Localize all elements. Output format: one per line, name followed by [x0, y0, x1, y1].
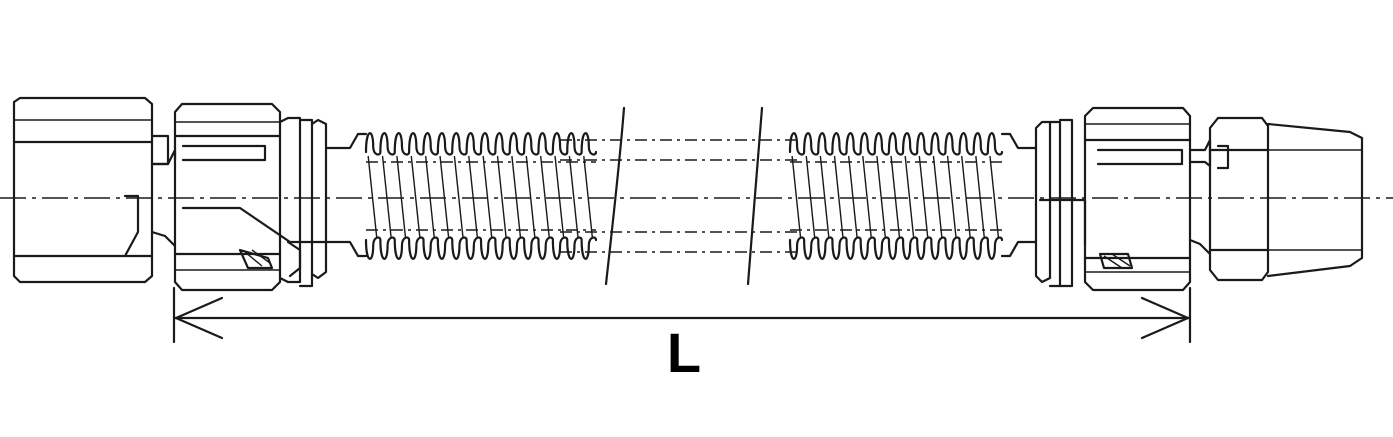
bellows-helix-line — [568, 155, 579, 239]
bellows-helix-line — [367, 155, 378, 239]
break-section — [560, 106, 800, 286]
bellows-helix-line — [396, 155, 407, 239]
bellows-helix-line — [918, 155, 929, 239]
bellows-helix-line — [989, 155, 1000, 239]
dimension-label: L — [667, 321, 701, 384]
bellows-bottom-edge — [364, 236, 598, 260]
bellows-helix-line — [511, 155, 522, 239]
bellows-helix-line — [381, 155, 392, 239]
right-seal-ring — [1098, 252, 1134, 270]
dimension-arrowhead-right — [1140, 296, 1190, 340]
right-collar — [1034, 118, 1087, 288]
bellows-helix-line — [496, 155, 507, 239]
bellows-helix-line — [890, 155, 901, 239]
bellows-helix-line — [819, 155, 830, 239]
bellows-helix-line — [862, 155, 872, 239]
bellows-helix-line — [424, 155, 435, 239]
dimension-line — [172, 286, 1192, 344]
right-bellows — [788, 132, 1004, 260]
right-coupling-nut — [1083, 106, 1192, 292]
bellows-top-edge — [364, 132, 598, 156]
left-collar — [278, 116, 328, 288]
bellows-helix-line — [847, 155, 858, 239]
right-hex — [1208, 116, 1270, 282]
bellows-helix-line — [833, 155, 844, 239]
bellows-helix-line — [961, 155, 971, 239]
bellows-helix-line — [554, 155, 565, 239]
right-cone-fitting — [1266, 122, 1364, 278]
bellows-helix-line — [791, 155, 802, 239]
bellows-helix-line — [805, 155, 816, 239]
bellows-top-edge — [788, 132, 1004, 156]
bellows-bottom-edge — [788, 236, 1004, 260]
left-coupling-nut — [173, 102, 327, 292]
bellows-helix-line — [946, 155, 957, 239]
right-hose-lip — [1000, 132, 1038, 150]
bellows-helix-line — [439, 155, 450, 239]
bellows-helix-line — [539, 155, 550, 239]
bellows-helix-line — [482, 155, 493, 239]
left-bellows — [364, 132, 598, 260]
bellows-helix-line — [904, 155, 915, 239]
bellows-helix-line — [975, 155, 986, 239]
bellows-helix-line — [468, 155, 479, 239]
bellows-helix-line — [583, 155, 594, 239]
dimension-arrowhead-left — [174, 296, 224, 340]
left-hex-nut — [12, 96, 170, 284]
bellows-helix-line — [410, 155, 421, 239]
bellows-helix-line — [525, 155, 536, 239]
left-hose-lip — [324, 132, 368, 150]
bellows-helix-line — [932, 155, 943, 239]
bellows-helix-line — [876, 155, 887, 239]
right-neck — [1188, 138, 1212, 168]
bellows-helix-line — [453, 155, 464, 239]
